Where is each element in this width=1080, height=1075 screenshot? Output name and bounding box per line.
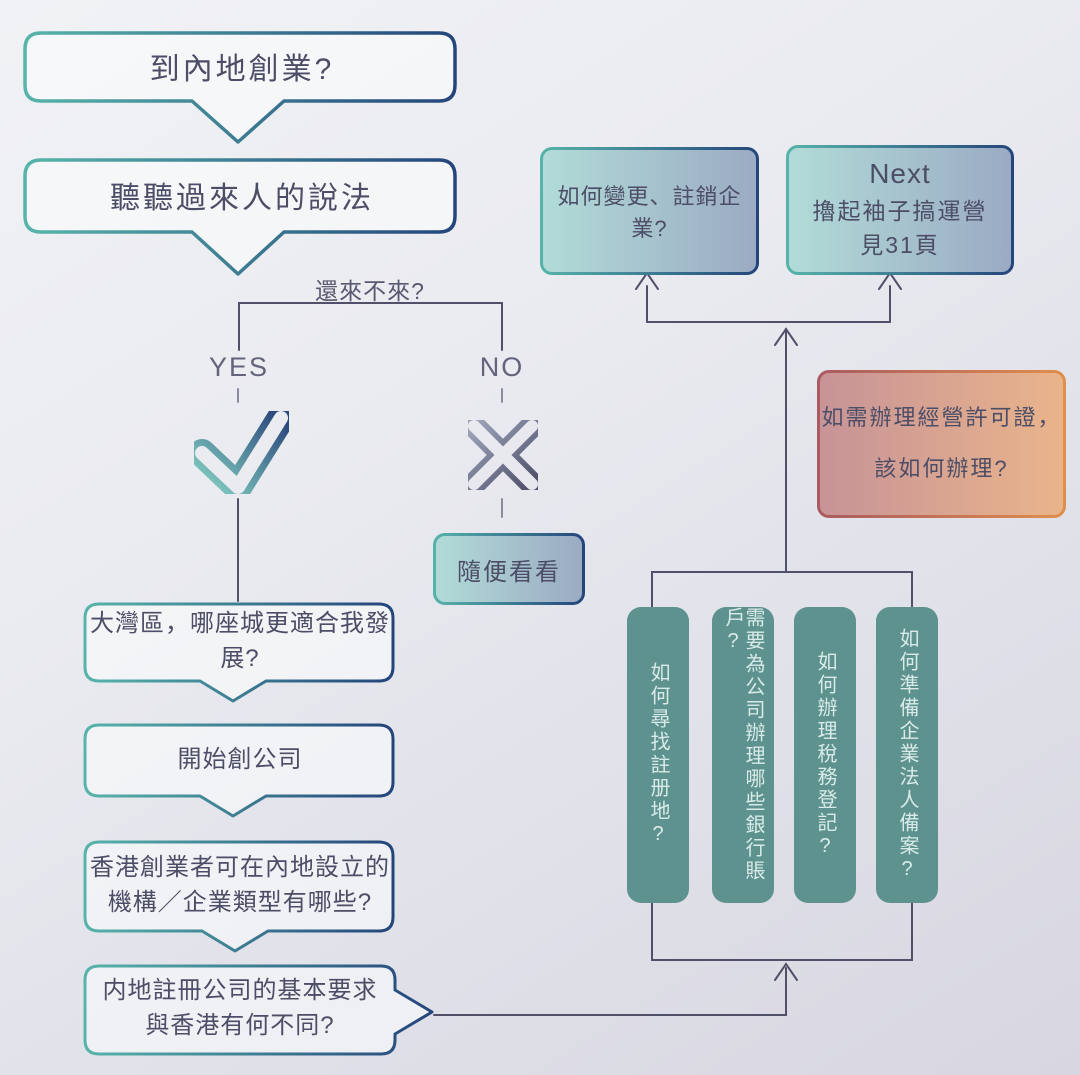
bubble-city-label: 大灣區，哪座城更適合我發展? xyxy=(90,610,390,672)
bubble-types-line1: 香港創業者可在內地設立的 xyxy=(90,854,390,882)
browse-box: 隨便看看 xyxy=(433,533,585,605)
step-find-registration-place: 如何尋找註册地? xyxy=(627,607,689,903)
step-legal-person-filing: 如何準備企業法人備案? xyxy=(876,607,938,903)
arrow-change-head xyxy=(635,271,659,290)
step-label: 需要為公司辦理哪些銀行賬戶? xyxy=(722,607,764,883)
change-label: 如何變更、註銷企業? xyxy=(557,184,742,241)
bubble-listen-label: 聽聽過來人的說法 xyxy=(110,182,374,215)
license-line1: 如需辦理經營許可證， xyxy=(821,405,1062,431)
bubble-city xyxy=(83,602,395,703)
no-label: NO xyxy=(479,352,525,382)
next-title: Next xyxy=(869,157,931,189)
bubble-types-label: 香港創業者可在內地設立的 機構／企業類型有哪些? xyxy=(80,842,400,930)
step-label: 如何尋找註册地? xyxy=(647,662,669,848)
license-box: 如需辦理經營許可證， 該如何辦理? xyxy=(817,370,1066,518)
bottom-arrow-line xyxy=(433,967,787,1016)
next-line1: 擼起袖子搞運營 xyxy=(812,197,988,224)
bottom-arrow-head xyxy=(774,962,798,981)
steps-bottom-connector xyxy=(651,902,913,961)
license-line2: 該如何辦理? xyxy=(874,456,1009,481)
bubble-registration-label: 内地註冊公司的基本要求 與香港有何不同? xyxy=(80,966,400,1052)
bubble-registration-line2: 與香港有何不同? xyxy=(145,1012,335,1039)
step-tax-registration: 如何辦理稅務登記? xyxy=(794,607,856,903)
bubble-types-line2: 機構／企業類型有哪些? xyxy=(107,889,373,916)
step-label: 如何辦理稅務登記? xyxy=(814,650,836,860)
arrow-next-head xyxy=(878,271,902,290)
step-bank-accounts: 需要為公司辦理哪些銀行賬戶? xyxy=(712,607,774,903)
bubble-types xyxy=(83,840,395,953)
step-label: 如何準備企業法人備案? xyxy=(896,627,918,883)
bubble-listen xyxy=(23,158,457,276)
check-icon xyxy=(188,404,295,495)
bubble-start xyxy=(23,31,457,144)
center-arrow-head xyxy=(774,327,798,346)
next-box: Next 擼起袖子搞運營 見31頁 xyxy=(786,145,1014,275)
x-icon xyxy=(462,414,544,496)
browse-label: 隨便看看 xyxy=(457,558,561,586)
branch-bracket xyxy=(238,302,503,351)
bubble-company xyxy=(83,723,395,818)
bubble-registration xyxy=(83,964,434,1056)
bubble-start-label: 到內地創業? xyxy=(149,53,335,86)
bubble-registration-line1: 内地註冊公司的基本要求 xyxy=(102,977,378,1005)
question-label: 還來不來? xyxy=(315,278,425,304)
change-box: 如何變更、註銷企業? xyxy=(540,147,759,275)
yes-label: YES xyxy=(208,352,270,382)
steps-top-connector xyxy=(651,571,913,608)
bubble-company-label: 開始創公司 xyxy=(177,745,303,773)
next-line2: 見31頁 xyxy=(860,232,940,258)
